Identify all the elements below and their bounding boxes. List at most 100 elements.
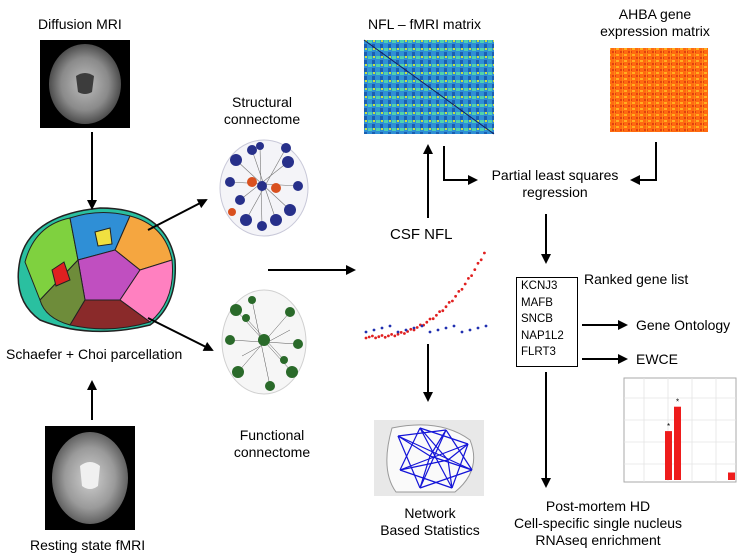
scatter-point (451, 299, 454, 303)
scatter-point (473, 268, 477, 271)
gene-item: MAFB (521, 296, 553, 309)
label-pls-regression: Partial least squares regression (480, 167, 630, 201)
nbs-edge (399, 459, 449, 471)
scatter-point (412, 326, 416, 330)
label-ewce: EWCE (636, 351, 678, 367)
scatter-point (404, 328, 408, 332)
scatter-point (412, 328, 416, 332)
label-csf-nfl: CSF NFL (390, 226, 453, 243)
scatter-point (467, 277, 470, 280)
scatter-point (415, 326, 419, 329)
scatter-point (435, 313, 438, 317)
scatter-point (420, 324, 424, 328)
scatter-point (380, 326, 384, 330)
label-pls-line2: regression (522, 184, 588, 200)
scatter-point (476, 261, 480, 265)
arrow-ahba-to-pls (630, 142, 657, 185)
nbs-edge (419, 427, 449, 461)
label-postmortem-line3: RNAseq enrichment (535, 532, 661, 548)
scatter-point (372, 328, 376, 332)
ewce-bar (728, 472, 735, 480)
diffusion-mri-image (40, 40, 130, 128)
label-ahba-matrix: AHBA gene expression matrix (590, 6, 720, 40)
scatter-point (364, 336, 368, 340)
resting-fmri-image (45, 426, 135, 530)
arrow-brain-to-structural (147, 199, 208, 231)
ahba-matrix-image (610, 48, 708, 132)
scatter-point (387, 334, 390, 338)
label-nfl-fmri-matrix: NFL – fMRI matrix (368, 16, 482, 32)
scatter-point (390, 333, 393, 336)
label-parcellation: Schaefer + Choi parcellation (6, 346, 183, 362)
nbs-edge (447, 443, 469, 461)
nbs-edge (447, 459, 453, 489)
scatter-point (393, 334, 397, 338)
scatter-point (457, 290, 461, 293)
scatter-point (484, 324, 488, 328)
label-nbs-line2: Based Statistics (380, 522, 480, 538)
gene-item: NAP1L2 (521, 329, 564, 342)
csf-nfl-scatter-plot (364, 251, 488, 340)
scatter-point (460, 330, 464, 334)
scatter-point (452, 324, 456, 328)
scatter-point (447, 301, 451, 304)
nbs-edge (399, 469, 453, 489)
scatter-point (380, 334, 384, 337)
structural-connectome-image (219, 139, 309, 237)
scatter-point (388, 324, 392, 328)
scatter-point (460, 287, 464, 291)
nbs-network-image (374, 420, 484, 496)
label-ranked-gene-list: Ranked gene list (584, 271, 689, 287)
label-diffusion-mri: Diffusion MRI (38, 16, 122, 32)
scatter-point (377, 335, 381, 339)
ewce-significance-label: * (676, 398, 679, 407)
label-structural-connectome: Structural connectome (212, 94, 312, 128)
label-network-based-statistics: Network Based Statistics (360, 505, 500, 539)
label-pls-line1: Partial least squares (491, 167, 619, 183)
scatter-point (431, 317, 435, 321)
functional-connectome-image (221, 289, 307, 395)
scatter-point (425, 320, 429, 324)
label-functional-connectome: Functional connectome (222, 427, 322, 461)
scatter-point (399, 331, 403, 334)
scatter-point (436, 328, 440, 332)
arrow-brain-to-functional (147, 317, 214, 351)
scatter-point (476, 326, 480, 330)
ranked-gene-list-box: KCNJ3 MAFB SNCB NAP1L2 FLRT3 (516, 277, 578, 367)
label-ahba-line1: AHBA gene (618, 6, 692, 22)
scatter-point (383, 335, 387, 339)
label-resting-fmri: Resting state fMRI (30, 537, 146, 553)
flow-arrows (87, 132, 657, 488)
scatter-point (444, 305, 448, 309)
scatter-point (409, 327, 413, 331)
label-structural-line2: connectome (223, 111, 301, 127)
scatter-point (374, 336, 377, 340)
label-gene-ontology: Gene Ontology (636, 317, 731, 333)
gene-item: KCNJ3 (521, 280, 558, 292)
nbs-edge (419, 469, 473, 489)
scatter-point (479, 258, 483, 262)
parcellated-brain-image (17, 207, 177, 333)
ewce-bar-chart: ** (623, 377, 737, 483)
nbs-edge (445, 429, 473, 471)
label-ahba-line2: expression matrix (600, 23, 710, 39)
scatter-point (428, 317, 432, 321)
label-structural-line1: Structural (232, 94, 292, 110)
arrow-matrix-to-pls (443, 146, 478, 185)
nbs-edge (419, 455, 431, 489)
nbs-edge (397, 435, 431, 457)
scatter-point (468, 328, 472, 332)
scatter-point (454, 294, 457, 298)
label-postmortem-hd: Post-mortem HD Cell-specific single nucl… (500, 498, 696, 549)
gene-item: FLRT3 (521, 346, 556, 358)
scatter-point (470, 274, 473, 277)
scatter-point (403, 332, 406, 335)
scatter-point (371, 334, 374, 338)
scatter-point (483, 251, 486, 255)
nbs-edge (399, 427, 421, 471)
nfl-fmri-matrix-image (363, 39, 495, 135)
label-postmortem-line1: Post-mortem HD (545, 498, 651, 514)
nbs-edge (397, 435, 473, 471)
scatter-point (396, 332, 400, 336)
gene-item: SNCB (521, 313, 553, 325)
